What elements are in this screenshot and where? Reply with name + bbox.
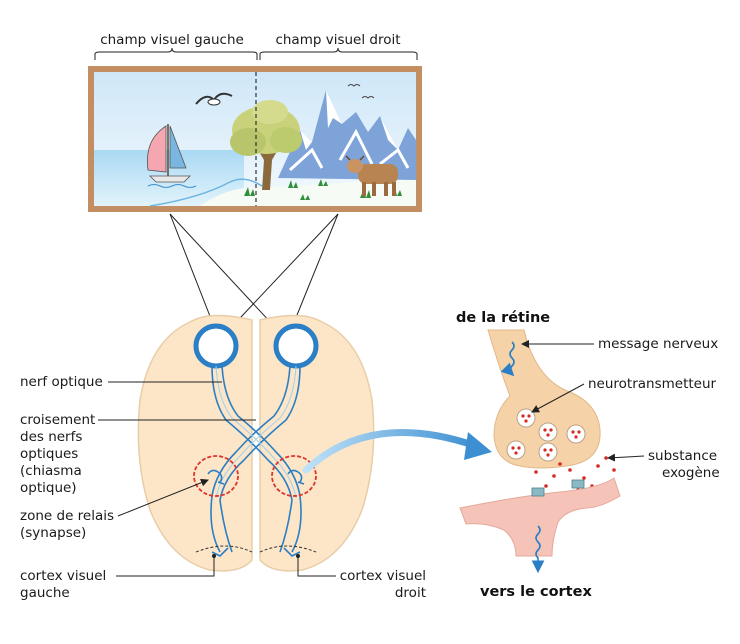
optic-nerve-label: nerf optique [20,374,103,390]
svg-text:droit: droit [395,585,426,601]
brain [137,314,375,572]
right-relay-zone [271,455,317,497]
neurotransmitter-label: neurotransmetteur [588,376,717,392]
chiasm-label: croisement des nerfs optiques (chiasma o… [20,412,95,496]
synapse-zoom: de la rétine [456,310,720,600]
vesicles [506,408,586,462]
left-cortex-area [195,545,253,553]
right-cortex-label: cortex visuel droit [340,568,426,601]
brain-labels: nerf optique croisement des nerfs optiqu… [20,374,426,601]
left-field-brace [94,47,258,60]
left-relay-zone [193,455,239,497]
mountains [278,90,416,180]
svg-text:substance: substance [648,448,717,464]
receptors [531,479,585,497]
postsynaptic-neuron [459,477,621,557]
svg-text:zone de relais: zone de relais [20,508,114,524]
coastline [149,178,263,207]
zoom-arrow [302,429,480,474]
right-field-brace [259,47,418,60]
from-retina-label: de la rétine [456,310,550,326]
left-cortex-label: cortex visuel gauche [20,568,106,601]
visual-field-header: champ visuel gauche champ visuel droit [94,32,418,60]
svg-text:des nerfs: des nerfs [20,429,82,445]
left-field-label: champ visuel gauche [100,32,244,48]
outgoing-signal [531,525,545,574]
right-relay-synapse [287,469,305,485]
cow [345,155,398,196]
to-cortex-label: vers le cortex [480,584,592,600]
seagull [195,92,233,106]
sailboat [147,124,197,188]
left-relay-synapse [207,469,225,485]
left-eye [193,323,239,369]
tree [230,100,302,190]
optic-nerves [210,365,302,557]
landscape-picture [88,66,422,212]
zoom-arrow-head [464,432,492,460]
birds [347,84,375,99]
right-eye [273,323,319,369]
relay-label: zone de relais (synapse) [20,508,114,541]
svg-text:cortex visuel: cortex visuel [340,568,426,584]
nerve-message-label: message nerveux [598,336,718,352]
svg-text:croisement: croisement [20,412,95,428]
svg-text:exogène: exogène [662,465,720,481]
svg-text:(chiasma: (chiasma [20,463,82,479]
exogenous-label: substance exogène [648,448,720,481]
right-cortex-area [259,545,317,553]
svg-text:(synapse): (synapse) [20,525,86,541]
svg-text:cortex visuel: cortex visuel [20,568,106,584]
svg-text:optique): optique) [20,480,77,496]
nerve-message-signal [500,341,515,377]
svg-text:optiques: optiques [20,446,78,462]
right-field-label: champ visuel droit [275,32,400,48]
svg-text:gauche: gauche [20,585,70,601]
